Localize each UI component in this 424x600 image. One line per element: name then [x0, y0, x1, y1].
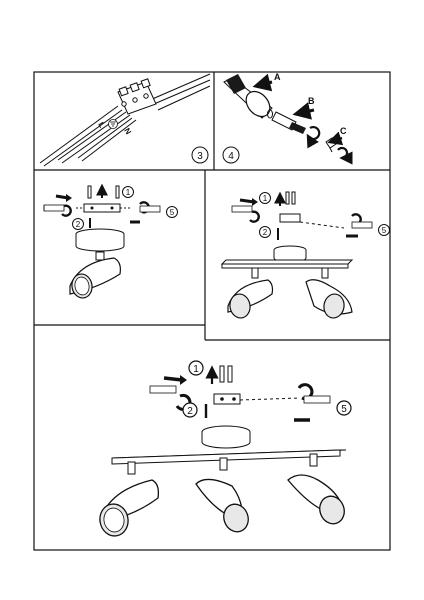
earth-symbol-icon: [108, 119, 118, 129]
lamp-wires: [39, 105, 137, 167]
part-label-c: C: [340, 126, 347, 136]
panel-grid: [33, 71, 391, 551]
arrow-a: A: [252, 72, 281, 92]
callout-2c-number: 2: [187, 406, 193, 417]
spot-lamp-left: [227, 267, 274, 319]
spot-lamp-right: [305, 267, 353, 319]
track-bar: [220, 259, 354, 269]
arrow-b: B: [292, 96, 315, 120]
part-label-a: A: [274, 72, 281, 82]
callout-5-number: 5: [170, 208, 175, 217]
screw-rotate-icon-left-2: [249, 210, 260, 223]
wall-plug-left-2: [231, 205, 253, 213]
wall-plug-left-3: [149, 385, 177, 394]
callout-2-b: 2: [259, 226, 271, 238]
wall-plug-right: [139, 205, 161, 213]
screw-rotate-icon-left: [61, 204, 72, 217]
step-4-badge: 4: [222, 146, 240, 164]
callout-1-b: 1: [259, 192, 271, 204]
callout-5-b: 5: [378, 224, 390, 236]
bracket-3: [213, 393, 241, 405]
spot-lamp-3: [287, 453, 345, 525]
callout-5-c: 5: [336, 400, 352, 416]
bracket-2: [279, 213, 301, 223]
callout-5c-number: 5: [341, 404, 347, 415]
callout-2b-number: 2: [263, 228, 268, 237]
spot-lamp-1: [99, 461, 160, 537]
panel-triple-spot: 1 2 5: [99, 360, 352, 537]
ceiling-cables: [149, 73, 211, 111]
spot-lamp-2: [195, 457, 249, 533]
callout-2-c: 2: [182, 402, 198, 418]
callout-5: 5: [166, 206, 178, 218]
spot-lamp: [69, 257, 121, 299]
mounting-bracket: [83, 203, 121, 213]
callout-1b-number: 1: [263, 194, 268, 203]
panel-wiring: L N 3: [39, 73, 211, 167]
callout-2-number: 2: [76, 220, 81, 229]
panel-bulb: A B C 4: [222, 72, 353, 165]
socket-part: [271, 111, 306, 134]
bulb-rotate-icon: [337, 146, 353, 165]
spot-arm: [95, 251, 105, 261]
callout-5b-number: 5: [382, 226, 387, 235]
step-4-number: 4: [228, 151, 234, 162]
wall-plug-left: [43, 204, 65, 212]
part-label-b: B: [308, 96, 315, 106]
callout-1: 1: [122, 186, 134, 198]
callout-2: 2: [72, 218, 84, 230]
rotate-arrow-icon: [306, 125, 321, 149]
canopy: [75, 228, 125, 252]
wire-label-live: L: [96, 121, 106, 130]
arrow-c: C: [327, 126, 347, 146]
wire-label-neutral: N: [122, 127, 133, 137]
step-3-number: 3: [197, 151, 203, 162]
shade-part: [223, 74, 273, 119]
callout-1c-number: 1: [193, 364, 199, 375]
callout-1-c: 1: [188, 360, 204, 376]
step-3-badge: 3: [191, 146, 209, 164]
callout-1-number: 1: [126, 188, 131, 197]
screw-set: [87, 185, 120, 199]
panel-single-spot: 1 2 5: [43, 183, 178, 299]
ring-part: [267, 109, 273, 119]
track-bar-long: [111, 449, 347, 465]
panel-double-spot: 1 2 5: [220, 191, 390, 319]
terminal-block: [117, 78, 157, 115]
